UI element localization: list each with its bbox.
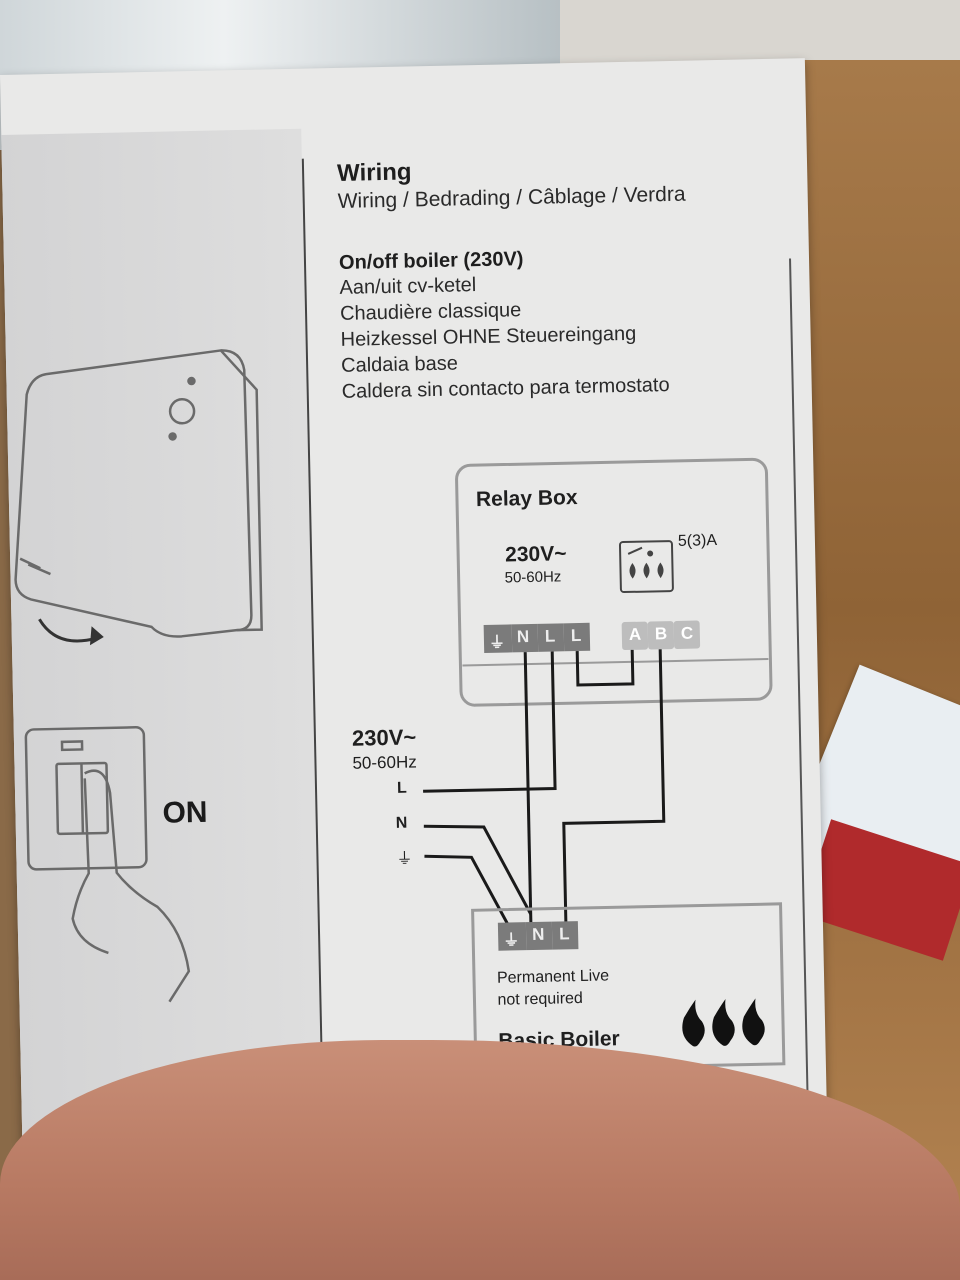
wiring-diagram — [423, 457, 786, 1072]
terminal-label: L — [570, 625, 582, 646]
wire-l-relay — [423, 651, 557, 793]
rotate-arrow-icon — [38, 618, 104, 646]
boiler-terminal-label: ⏚ — [503, 932, 520, 950]
terminal-label: L — [544, 626, 556, 646]
terminal-label: N — [516, 627, 530, 647]
terminal-label: ⏚ — [488, 634, 506, 652]
terminal-label: A — [628, 624, 642, 644]
relay-box — [455, 457, 773, 707]
relay-frequency: 50-60Hz — [504, 568, 562, 587]
wire-earth-mains — [424, 854, 510, 926]
mains-line-label: L — [396, 779, 407, 797]
wires — [423, 649, 666, 935]
terminal-c — [673, 620, 701, 649]
wire-n-relay — [523, 652, 533, 935]
boiler-note: not required — [497, 989, 584, 1009]
terminal-label: C — [680, 623, 694, 643]
terminal-earth — [483, 624, 513, 653]
relay-box-title: Relay Box — [475, 486, 578, 512]
relay-voltage: 230V~ — [504, 542, 567, 567]
terminal-label: B — [654, 624, 668, 644]
relay-terminal-strip — [483, 620, 701, 653]
wire-n-mains — [423, 824, 533, 915]
mains-line-label: N — [395, 814, 408, 832]
terminal-b — [647, 621, 675, 650]
instruction-booklet: Wiring Wiring / Bedrading / Câblage / Ve… — [0, 58, 828, 1165]
switch-illustration — [24, 726, 191, 1003]
mains-frequency: 50-60Hz — [352, 752, 417, 773]
mains-voltage: 230V~ — [351, 724, 417, 751]
terminal-l — [537, 623, 565, 652]
terminal-l — [563, 622, 591, 652]
flame-icon — [682, 998, 765, 1047]
relay-switch-icon — [618, 540, 674, 594]
relay-rating: 5(3)A — [677, 532, 718, 550]
boiler-terminal-n — [525, 921, 553, 951]
thermostat-illustration — [14, 349, 263, 638]
wire-b-to-boiler — [562, 649, 666, 934]
wire-l-to-a — [575, 649, 635, 687]
boiler-terminal-l — [551, 921, 579, 950]
left-page-illustrations — [14, 349, 263, 1003]
boiler-terminal-earth — [497, 922, 527, 951]
boiler-terminal-label: L — [558, 924, 570, 944]
boiler-terminal-label: N — [531, 924, 545, 945]
boiler-note: Permanent Live — [496, 967, 610, 987]
mains-line-label: ⏚ — [396, 850, 413, 868]
terminal-n — [511, 623, 539, 653]
terminal-a — [621, 621, 649, 651]
